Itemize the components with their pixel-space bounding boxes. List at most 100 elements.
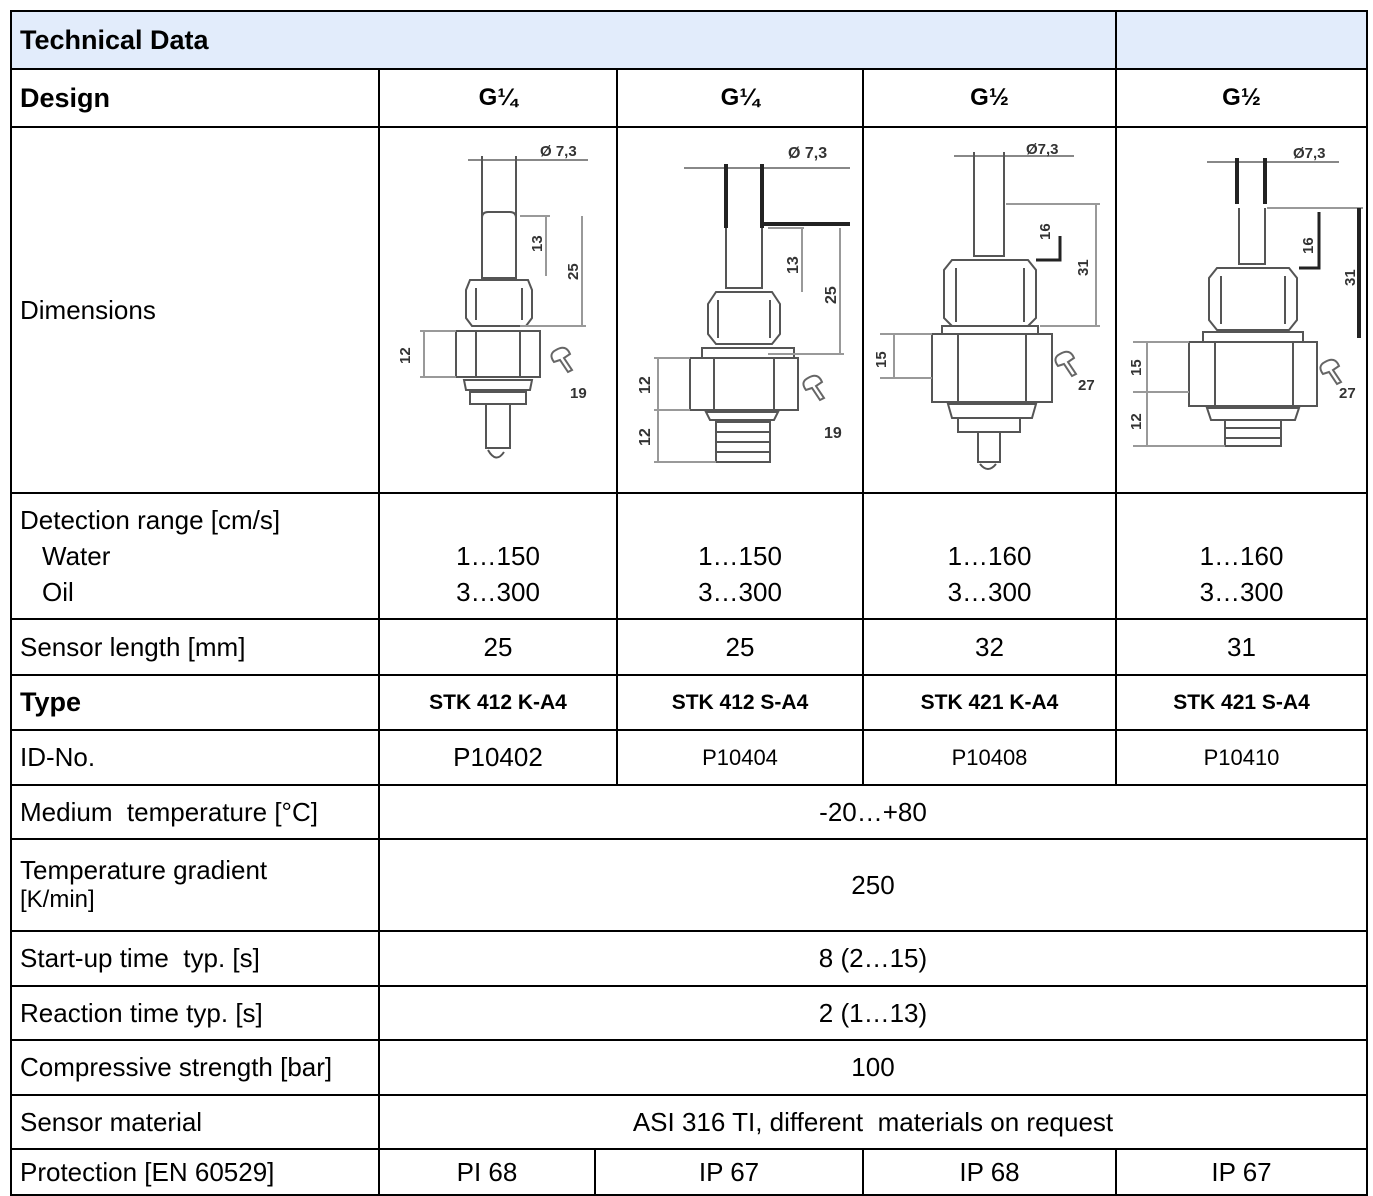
type-label: Type <box>20 687 82 717</box>
water-value: 1…150 <box>456 541 540 571</box>
dimension-text: 15 <box>873 351 890 368</box>
reaction-time-value: 2 (1…13) <box>818 997 928 1028</box>
grid-line <box>1115 1148 1117 1196</box>
dimension-text: 15 <box>1128 359 1145 376</box>
dimension-text: 19 <box>570 385 587 402</box>
reaction-time-label: Reaction time typ. [s] <box>20 997 263 1028</box>
water-value: 1…160 <box>1199 541 1284 571</box>
id-no-value: P10404 <box>702 744 778 770</box>
grid-line <box>378 68 380 1196</box>
dimension-text: 13 <box>529 235 546 252</box>
design-value: G½ <box>970 84 1009 111</box>
water-value: 1…150 <box>698 541 782 571</box>
grid-line <box>1366 10 1368 1196</box>
grid-line <box>862 68 864 784</box>
dimension-text: 12 <box>1128 413 1145 430</box>
dimension-text: 13 <box>785 256 802 274</box>
protection-value: PI 68 <box>456 1156 518 1187</box>
dimensions-label: Dimensions <box>20 294 156 325</box>
dimension-text: 27 <box>1078 377 1095 394</box>
detection-range-value: 1…150 3…300 <box>380 494 616 618</box>
dimension-text: 31 <box>1342 269 1359 286</box>
grid-line <box>10 492 1368 494</box>
type-value: STK 412 K-A4 <box>429 690 567 714</box>
dimension-text: 31 <box>1075 259 1092 276</box>
dimension-text: 27 <box>1339 385 1356 402</box>
medium-temperature-label: Medium temperature [°C] <box>20 796 318 827</box>
sensor-length-value: 25 <box>725 631 755 662</box>
id-no-value: P10410 <box>1203 744 1280 770</box>
sensor-material-value: ASI 316 TI, different materials on reque… <box>632 1106 1114 1137</box>
oil-label: Oil <box>42 577 74 607</box>
grid-line <box>10 10 1368 12</box>
sensor-drawing-icon: Ø 7,3 13 25 12 19 <box>397 143 588 459</box>
protection-label: Protection [EN 60529] <box>20 1156 275 1187</box>
dimension-text: Ø7,3 <box>1293 145 1326 162</box>
oil-value: 3…300 <box>698 577 782 607</box>
protection-value: IP 67 <box>1211 1156 1272 1187</box>
sensor-drawing-icon: Ø7,3 16 31 15 12 27 <box>1128 145 1363 447</box>
oil-value: 3…300 <box>456 577 540 607</box>
type-value: STK 421 K-A4 <box>920 690 1059 714</box>
sensor-length-label: Sensor length [mm] <box>20 631 246 662</box>
grid-line <box>10 674 1368 676</box>
dimension-text: 12 <box>397 347 414 364</box>
grid-line <box>10 1194 1368 1196</box>
dimension-text: 19 <box>824 425 842 442</box>
design-value: G¼ <box>720 84 760 111</box>
compressive-strength-label: Compressive strength [bar] <box>20 1052 333 1082</box>
sensor-drawing-icon: Ø7,3 16 31 15 27 <box>873 141 1100 470</box>
protection-value: IP 68 <box>959 1156 1020 1187</box>
id-no-value: P10402 <box>453 742 543 772</box>
title-background <box>10 10 1367 69</box>
grid-line <box>10 618 1368 620</box>
design-value: G¼ <box>478 84 518 111</box>
sensor-length-value: 25 <box>483 631 513 662</box>
dimension-text: 16 <box>1037 223 1054 240</box>
dimension-text: 25 <box>823 286 840 304</box>
grid-line <box>10 838 1368 840</box>
sensor-length-value: 32 <box>975 631 1004 662</box>
sensor-drawing-icon: Ø 7,3 13 25 12 12 19 <box>637 145 850 463</box>
dimension-text: Ø7,3 <box>1026 141 1059 158</box>
sensor-material-label: Sensor material <box>20 1106 203 1137</box>
grid-line <box>10 985 1368 987</box>
temperature-gradient-label-line1: Temperature gradient <box>20 855 268 885</box>
grid-line <box>10 68 1368 70</box>
detection-range-value: 1…150 3…300 <box>618 494 862 618</box>
grid-line <box>1115 68 1117 784</box>
grid-line <box>10 126 1368 128</box>
dimension-text: 16 <box>1300 237 1317 254</box>
oil-value: 3…300 <box>947 577 1032 607</box>
dimension-text: Ø 7,3 <box>540 143 577 160</box>
medium-temperature-value: -20…+80 <box>819 796 927 827</box>
id-no-value: P10408 <box>951 744 1028 770</box>
dimension-text: Ø 7,3 <box>788 145 827 162</box>
grid-line <box>10 1039 1368 1041</box>
grid-line <box>10 784 1368 786</box>
grid-line <box>10 10 12 1196</box>
temperature-gradient-value: 250 <box>851 869 895 900</box>
water-value: 1…160 <box>947 541 1032 571</box>
table-title: Technical Data <box>20 24 209 55</box>
temperature-gradient-label: Temperature gradient [K/min] <box>12 840 378 930</box>
startup-time-label: Start-up time typ. [s] <box>20 943 260 973</box>
dimension-text: 12 <box>637 376 654 394</box>
type-value: STK 412 S-A4 <box>671 690 809 714</box>
detection-range-title: Detection range [cm/s] <box>20 505 281 535</box>
compressive-strength-value: 100 <box>851 1052 895 1082</box>
startup-time-value: 8 (2…15) <box>818 943 928 973</box>
id-no-label: ID-No. <box>20 742 96 772</box>
grid-line <box>10 930 1368 932</box>
grid-line <box>862 1148 864 1196</box>
grid-line <box>10 729 1368 731</box>
temperature-gradient-label-line2: [K/min] <box>20 886 95 913</box>
detection-range-value: 1…160 3…300 <box>864 494 1115 618</box>
type-value: STK 421 S-A4 <box>1173 690 1310 714</box>
grid-line <box>10 1148 1368 1150</box>
protection-value: IP 67 <box>698 1156 760 1187</box>
design-value: G½ <box>1222 84 1261 111</box>
design-label: Design <box>20 82 111 113</box>
